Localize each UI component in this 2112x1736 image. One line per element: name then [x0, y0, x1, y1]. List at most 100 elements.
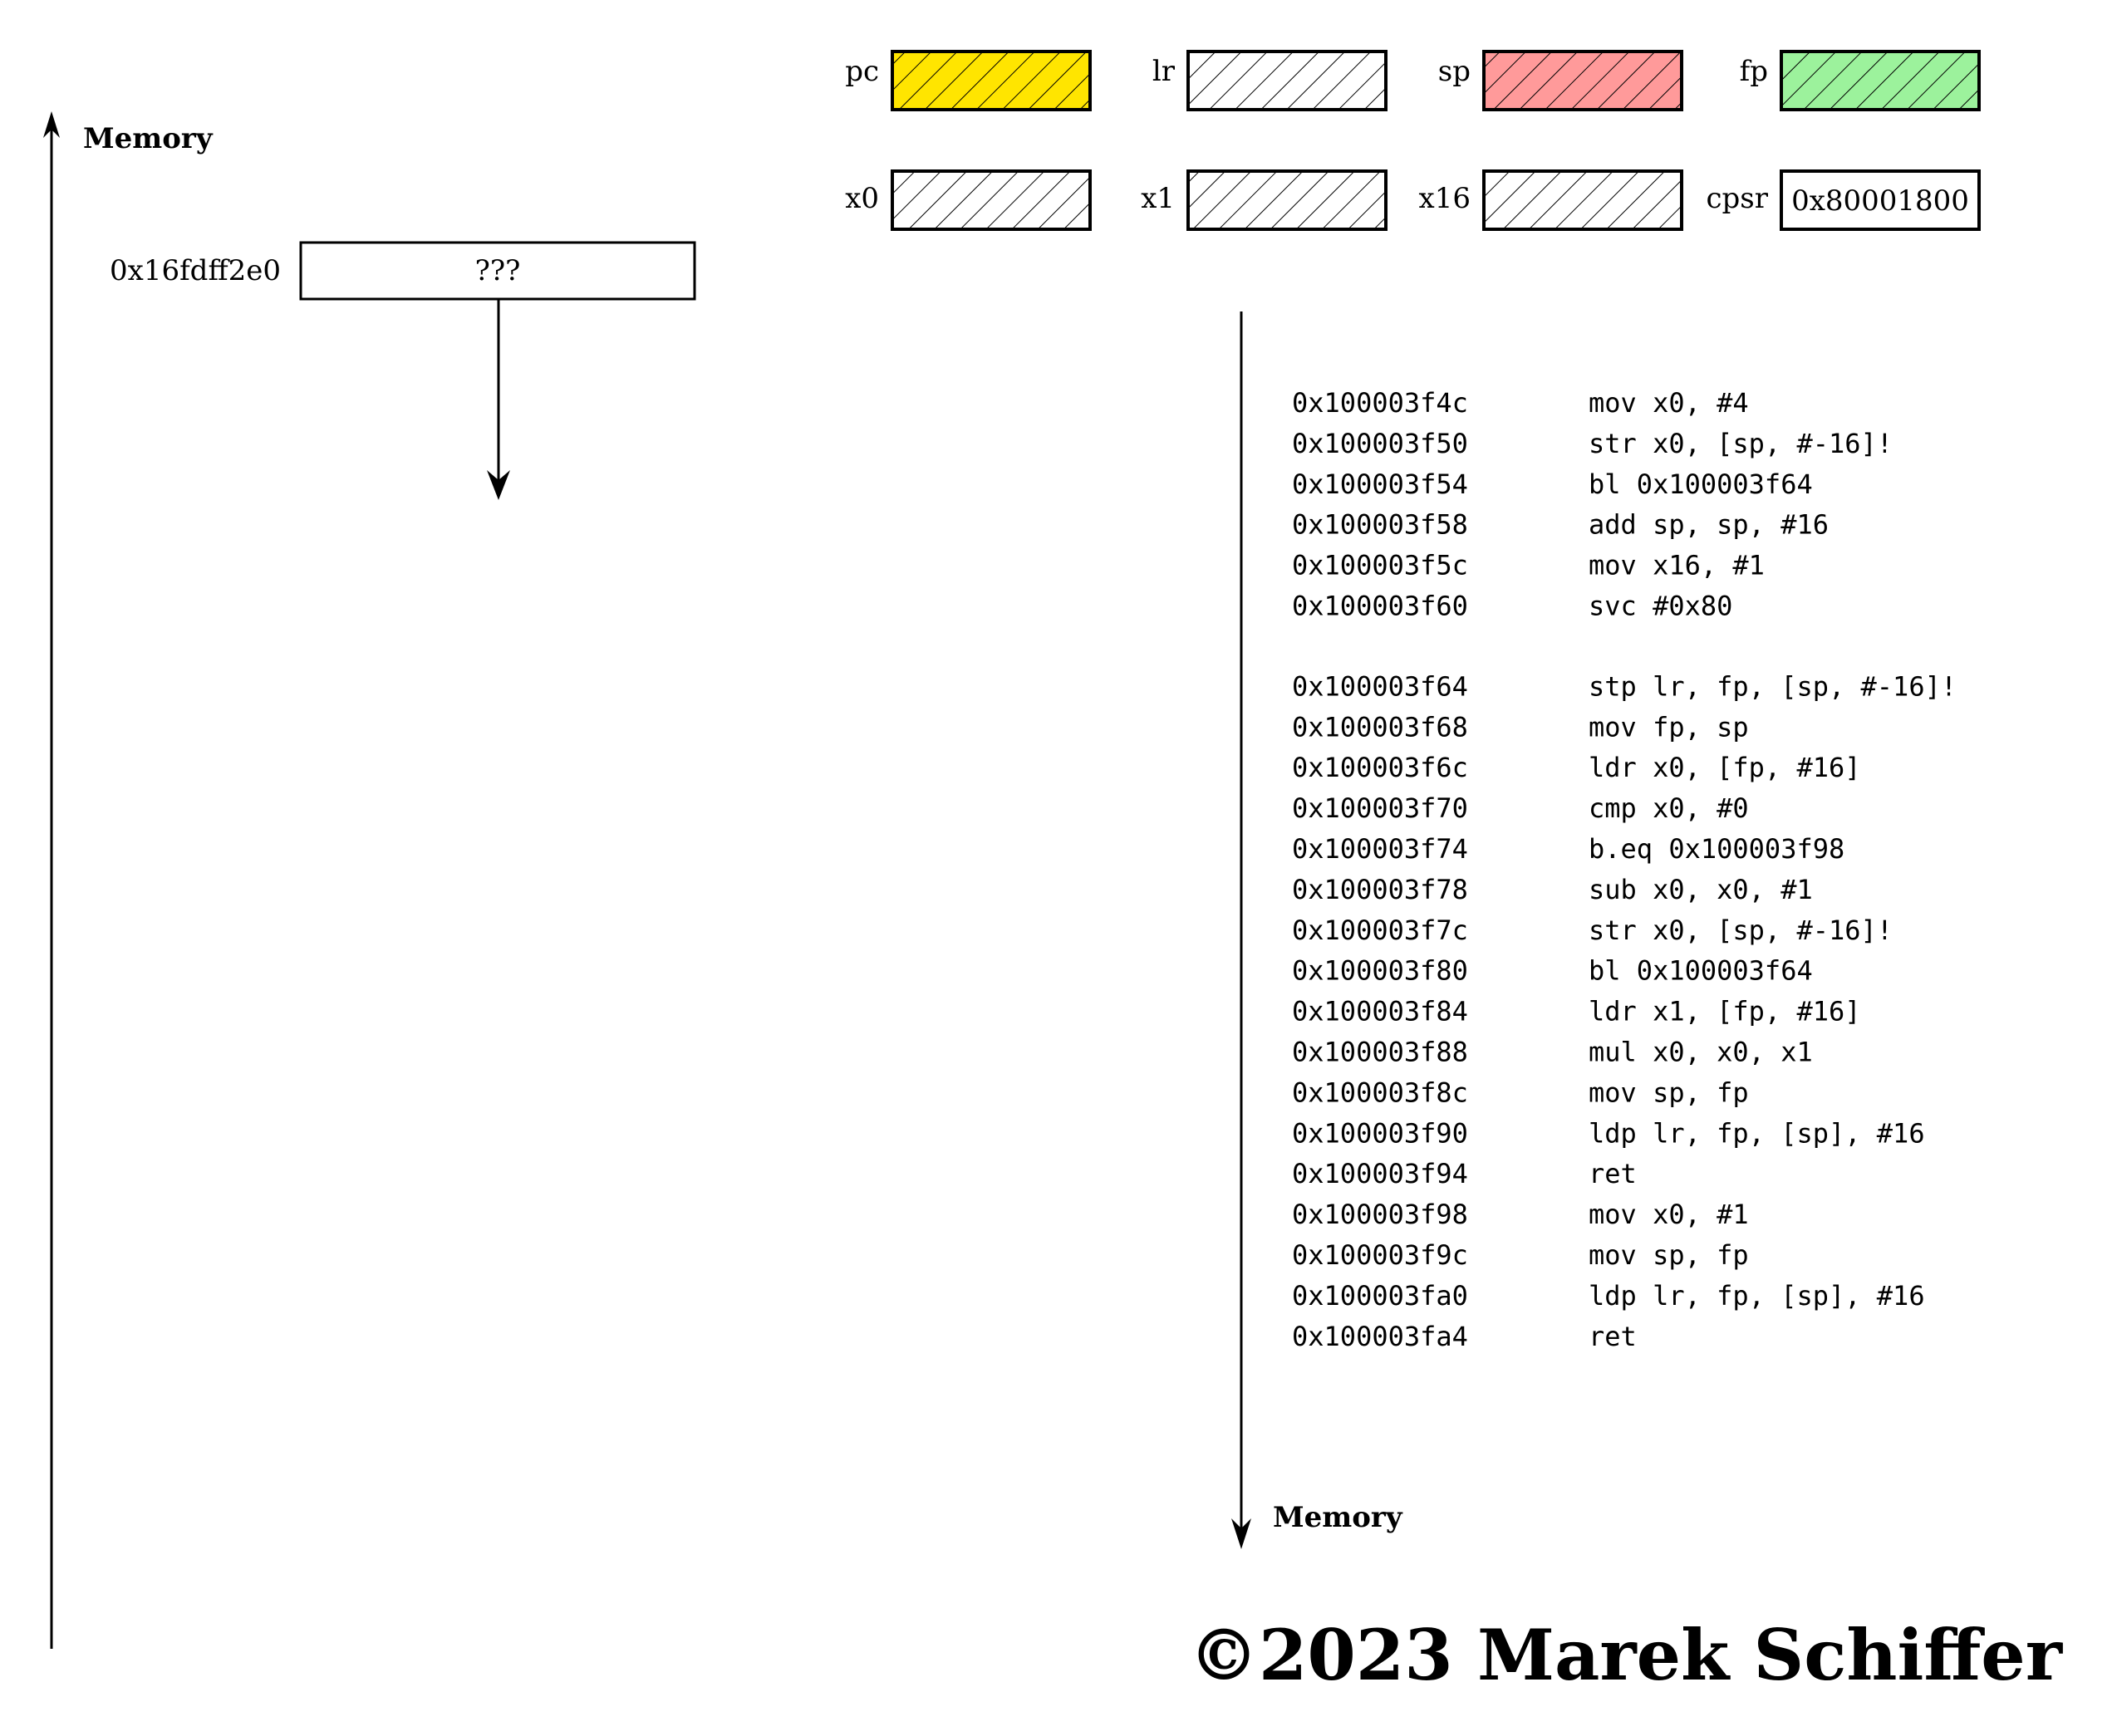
- instruction-row: 0x100003f7c str x0, [sp, #-16]!: [1292, 915, 1893, 946]
- instruction-asm: mov sp, fp: [1589, 1239, 1749, 1271]
- register-box: [1482, 169, 1683, 231]
- instruction-address: 0x100003f80: [1292, 955, 1468, 987]
- register-name: lr: [1152, 55, 1176, 88]
- register-fp: fp: [1740, 50, 1981, 111]
- stack: 0x16fdff2e0???: [110, 241, 696, 301]
- instruction-row: 0x100003f54 bl 0x100003f64: [1292, 468, 1813, 500]
- instruction-asm: ldr x0, [fp, #16]: [1589, 752, 1861, 783]
- instruction-row: 0x100003f64 stp lr, fp, [sp, #-16]!: [1292, 670, 1957, 702]
- instruction-address: 0x100003fa4: [1292, 1321, 1468, 1352]
- register-hatch: [1188, 51, 1386, 110]
- instruction-row: 0x100003f78 sub x0, x0, #1: [1292, 874, 1813, 905]
- instruction-asm: ret: [1589, 1321, 1637, 1352]
- instruction-asm: sub x0, x0, #1: [1589, 874, 1813, 905]
- instruction-row: 0x100003f68 mov fp, sp: [1292, 711, 1749, 743]
- instruction-row: 0x100003f74 b.eq 0x100003f98: [1292, 833, 1844, 865]
- instruction-address: 0x100003f90: [1292, 1117, 1468, 1149]
- register-lr: lr: [1152, 50, 1388, 111]
- stack-cell-address: 0x16fdff2e0: [110, 254, 281, 287]
- instruction-row: 0x100003f70 cmp x0, #0: [1292, 792, 1749, 824]
- axis-arrowhead-up-icon: [43, 111, 60, 138]
- register-hatch: [892, 171, 1090, 229]
- instruction-asm: mov fp, sp: [1589, 711, 1749, 743]
- register-hatch: [1781, 51, 1979, 110]
- memory-axis: Memory: [43, 111, 214, 1649]
- code-axis-label: Memory: [1273, 1501, 1403, 1534]
- register-name: cpsr: [1706, 182, 1768, 215]
- instruction-asm: mul x0, x0, x1: [1589, 1037, 1813, 1068]
- instruction-row: 0x100003fa4 ret: [1292, 1321, 1637, 1352]
- instruction-row: 0x100003f58 add sp, sp, #16: [1292, 509, 1829, 541]
- instruction-asm: ldp lr, fp, [sp], #16: [1589, 1280, 1925, 1312]
- register-box: [1186, 50, 1388, 111]
- instruction-address: 0x100003f74: [1292, 833, 1468, 865]
- instruction-asm: ldr x1, [fp, #16]: [1589, 996, 1861, 1027]
- register-cpsr: cpsr 0x80001800: [1706, 169, 1981, 231]
- register-hatch: [892, 51, 1090, 110]
- stack-growth-arrow: [487, 299, 510, 500]
- stack-arrowhead-down-icon: [487, 470, 510, 500]
- stack-cell-value: ???: [475, 254, 521, 287]
- instruction-address: 0x100003f4c: [1292, 387, 1468, 419]
- register-name: x1: [1141, 182, 1175, 215]
- instruction-row: 0x100003f8c mov sp, fp: [1292, 1076, 1749, 1108]
- instruction-address: 0x100003f94: [1292, 1158, 1468, 1189]
- stack-cell: 0x16fdff2e0???: [110, 241, 696, 301]
- instruction-address: 0x100003f68: [1292, 711, 1468, 743]
- register-name: sp: [1438, 55, 1471, 88]
- instruction-asm: add sp, sp, #16: [1589, 509, 1829, 541]
- register-box: [1482, 50, 1683, 111]
- instruction-address: 0x100003f88: [1292, 1037, 1468, 1068]
- register-box: [891, 50, 1092, 111]
- instruction-address: 0x100003f8c: [1292, 1076, 1468, 1108]
- instruction-address: 0x100003f7c: [1292, 915, 1468, 946]
- stack-cell-box: [299, 241, 696, 301]
- instruction-row: 0x100003f6c ldr x0, [fp, #16]: [1292, 752, 1861, 783]
- register-name: pc: [845, 55, 879, 88]
- instruction-asm: str x0, [sp, #-16]!: [1589, 915, 1893, 946]
- register-value: 0x80001800: [1791, 184, 1969, 218]
- instruction-asm: mov sp, fp: [1589, 1076, 1749, 1108]
- register-fill: [1781, 171, 1979, 229]
- register-sp: sp: [1438, 50, 1683, 111]
- code-axis-arrowhead-down-icon: [1231, 1518, 1251, 1549]
- register-box: [1780, 50, 1981, 111]
- instruction-address: 0x100003f70: [1292, 792, 1468, 824]
- instruction-address: 0x100003f64: [1292, 670, 1468, 702]
- memory-axis-label: Memory: [83, 122, 214, 155]
- register-hatch: [1484, 171, 1682, 229]
- instruction-asm: stp lr, fp, [sp, #-16]!: [1589, 670, 1957, 702]
- instruction-address: 0x100003f58: [1292, 509, 1468, 541]
- instruction-address: 0x100003f98: [1292, 1199, 1468, 1230]
- register-x0: x0: [845, 169, 1092, 231]
- instruction-address: 0x100003f5c: [1292, 550, 1468, 581]
- instruction-address: 0x100003f9c: [1292, 1239, 1468, 1271]
- instruction-asm: b.eq 0x100003f98: [1589, 833, 1844, 865]
- instruction-address: 0x100003f6c: [1292, 752, 1468, 783]
- register-pc: pc: [845, 50, 1092, 111]
- register-x16: x16: [1419, 169, 1683, 231]
- instruction-address: 0x100003f78: [1292, 874, 1468, 905]
- instruction-asm: str x0, [sp, #-16]!: [1589, 428, 1893, 459]
- instruction-asm: mov x0, #1: [1589, 1199, 1749, 1230]
- instruction-asm: cmp x0, #0: [1589, 792, 1749, 824]
- instruction-address: 0x100003f54: [1292, 468, 1468, 500]
- register-box: [1780, 169, 1981, 231]
- instruction-asm: bl 0x100003f64: [1589, 468, 1813, 500]
- instruction-row: 0x100003f88 mul x0, x0, x1: [1292, 1037, 1813, 1068]
- register-hatch: [1484, 51, 1682, 110]
- register-box: [1186, 169, 1388, 231]
- instruction-row: 0x100003f98 mov x0, #1: [1292, 1199, 1749, 1230]
- instruction-address: 0x100003f50: [1292, 428, 1468, 459]
- register-panel: pc lr sp fp x0 x1 x16 cpsr 0x80001800: [845, 50, 1981, 231]
- copyright-notice: ©2023 Marek Schiffer: [1189, 1614, 2064, 1696]
